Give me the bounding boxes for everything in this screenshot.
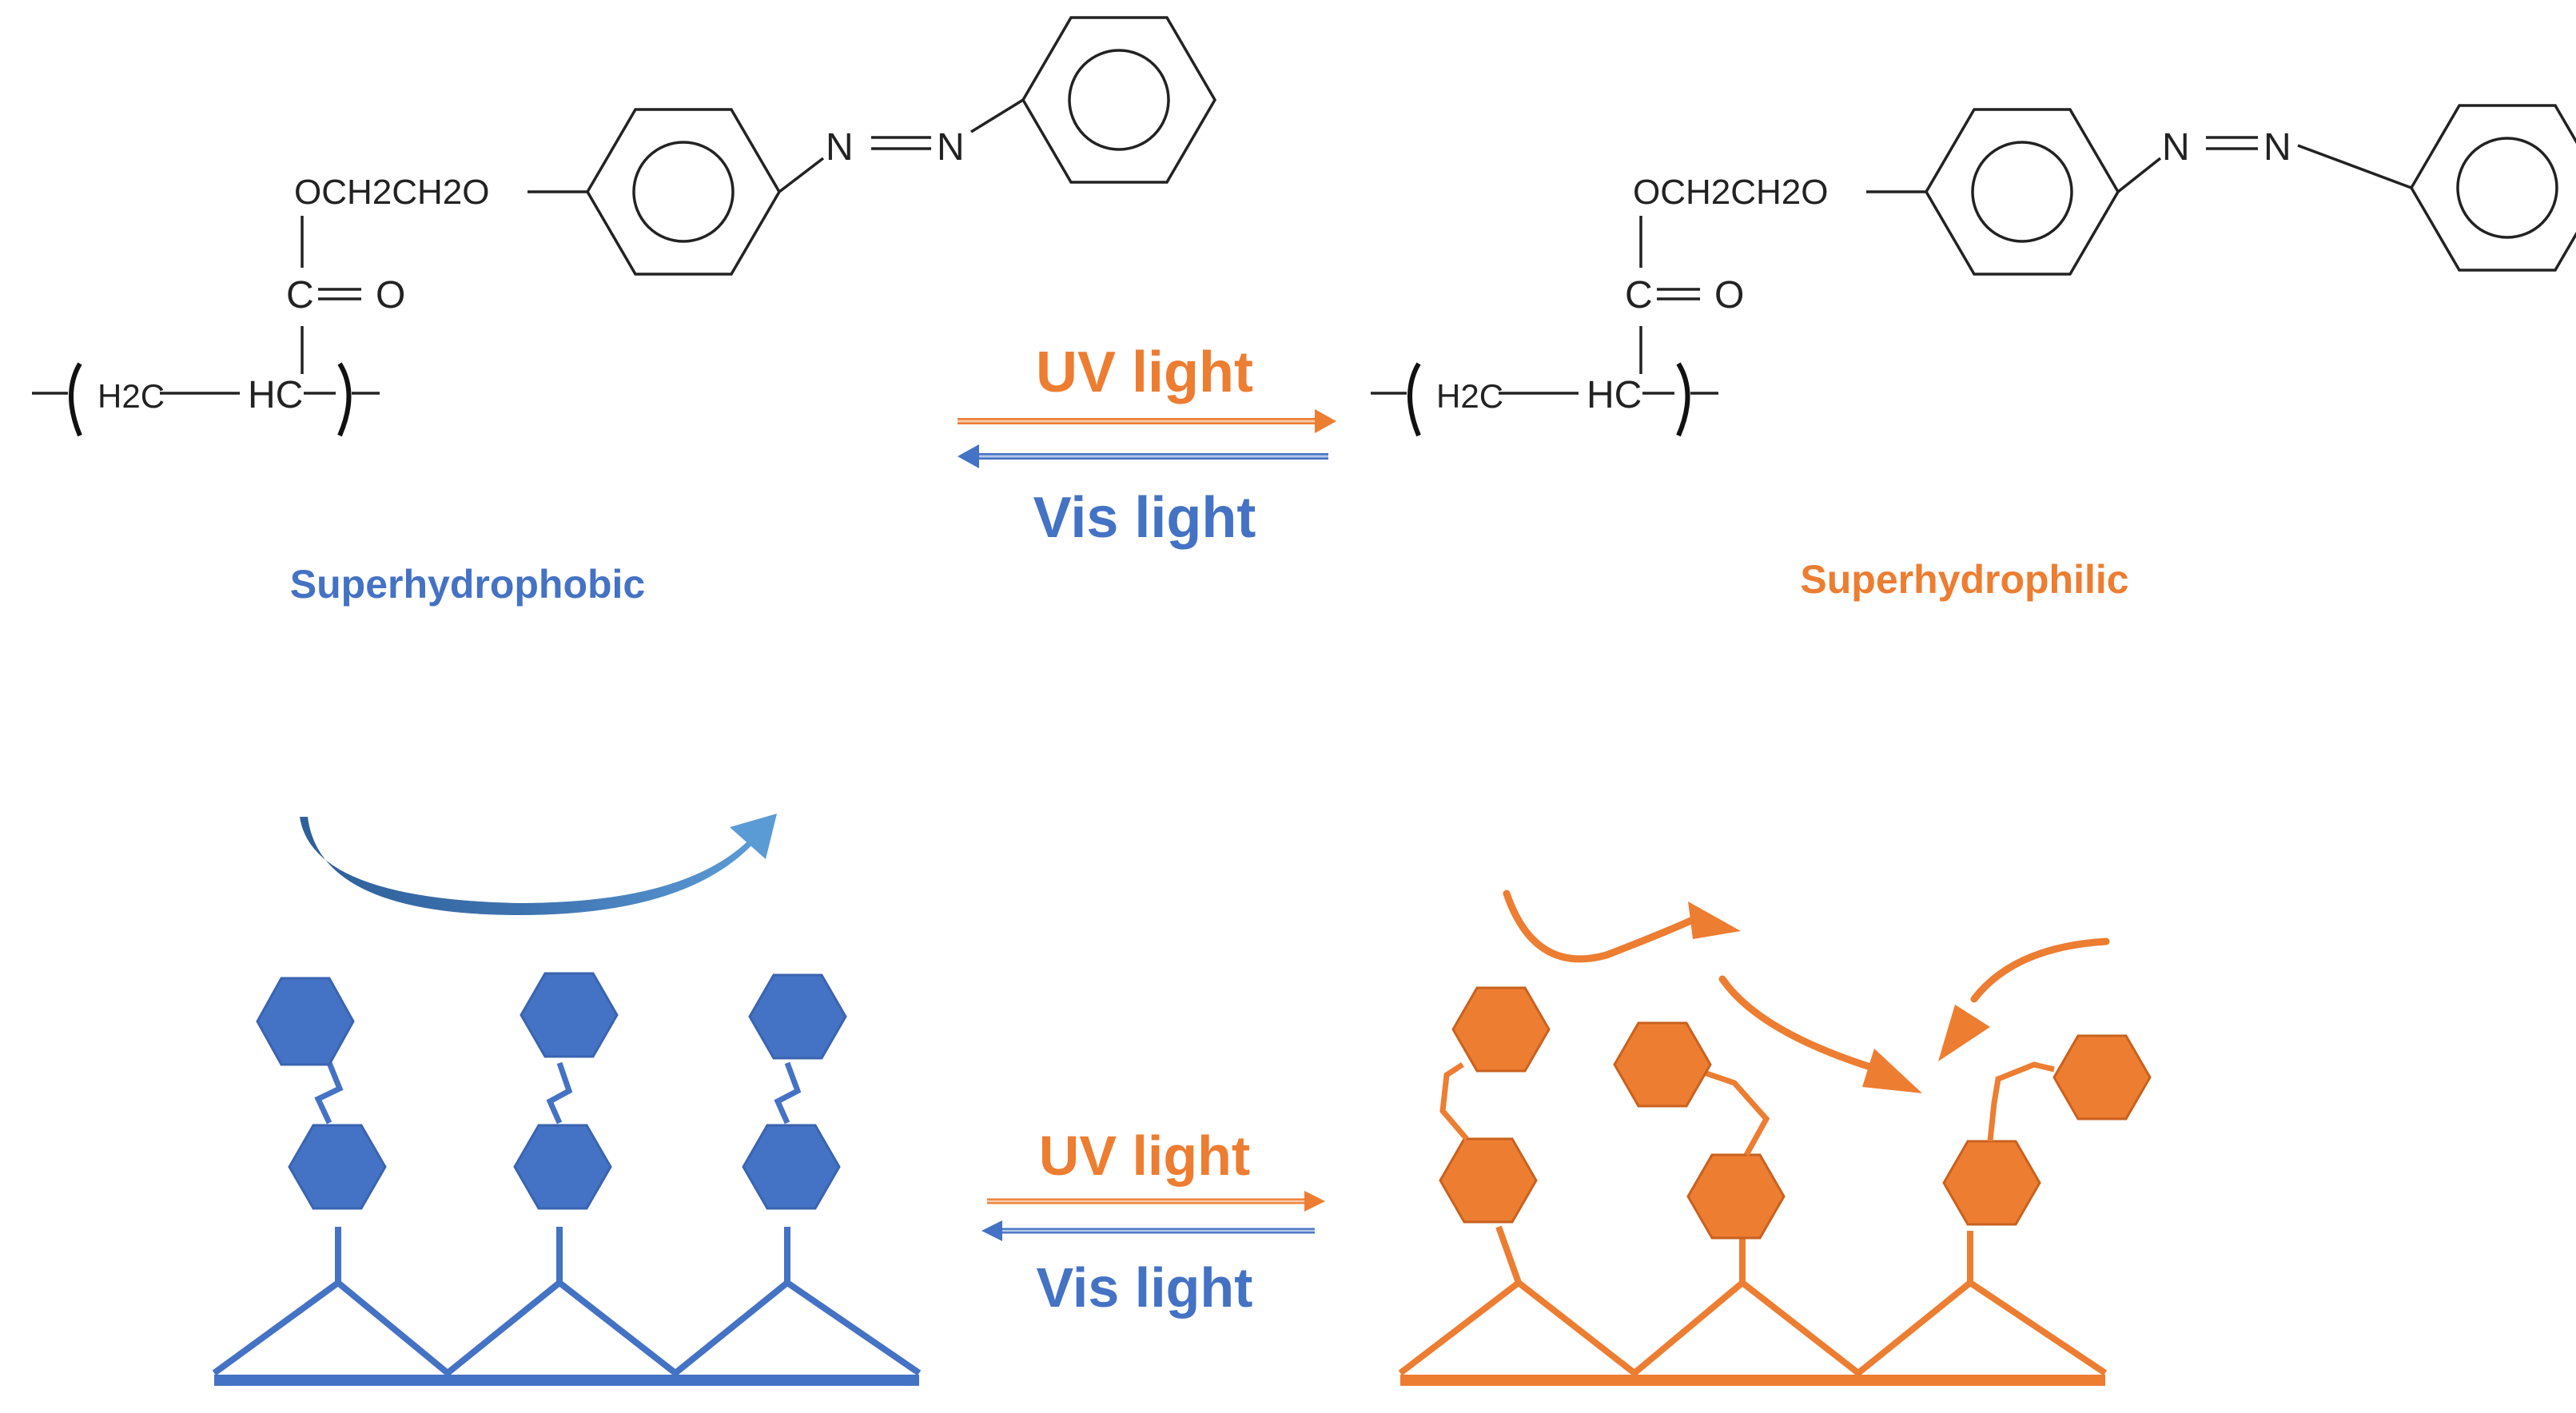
azo-n1-label: N bbox=[826, 126, 854, 169]
ch2-label: H2C bbox=[1436, 377, 1503, 415]
hexagon-icon bbox=[2052, 1034, 2152, 1120]
azo-n2-label: N bbox=[937, 126, 965, 169]
carbonyl-o-label: O bbox=[376, 274, 405, 316]
bottom-uv-light-label: UV light bbox=[1039, 1124, 1250, 1187]
top-vis-light-label: Vis light bbox=[1033, 486, 1256, 550]
uv-forward-arrow bbox=[958, 409, 1336, 433]
benzene-ring-icon bbox=[2409, 104, 2576, 272]
hexagon-icon bbox=[256, 977, 355, 1066]
top-photoswitch-arrows: UV light Vis light bbox=[958, 340, 1336, 550]
superhydrophobic-label: Superhydrophobic bbox=[290, 562, 645, 607]
ch-label: HC bbox=[248, 374, 303, 416]
hexagon-icon bbox=[748, 973, 847, 1060]
hexagon-icon bbox=[288, 1124, 387, 1210]
ester-chain-label: OCH2CH2O bbox=[294, 173, 490, 212]
hexagon-icon bbox=[513, 1124, 612, 1210]
superhydrophilic-label: Superhydrophilic bbox=[1800, 557, 2128, 602]
water-deflect-arrow-icon bbox=[300, 814, 777, 915]
vis-reverse-arrow bbox=[958, 444, 1328, 468]
hexagon-icon bbox=[1439, 1137, 1538, 1224]
bottom-vis-light-label: Vis light bbox=[1037, 1256, 1253, 1319]
benzene-ring-icon bbox=[1021, 16, 1217, 184]
ch2-label: H2C bbox=[98, 377, 165, 415]
hydrophilic-surface-schematic bbox=[1398, 890, 2152, 1386]
hexagon-icon bbox=[742, 1124, 841, 1210]
water-penetrate-arrow-icon bbox=[1503, 890, 2110, 1093]
trans-azobenzene-molecule: H2C HC C O OCH2CH2O N N bbox=[32, 16, 1217, 436]
azo-n1-label: N bbox=[2162, 126, 2190, 169]
cis-azobenzene-molecule: H2C HC C O OCH2CH2O N N bbox=[1371, 104, 2576, 436]
ester-chain-label: OCH2CH2O bbox=[1633, 173, 1829, 212]
vis-reverse-arrow bbox=[981, 1220, 1315, 1241]
carbonyl-c-label: C bbox=[286, 274, 314, 316]
hexagon-icon bbox=[1451, 986, 1551, 1073]
hexagon-icon bbox=[1942, 1140, 2041, 1226]
carbonyl-o-label: O bbox=[1714, 274, 1744, 316]
hexagon-icon bbox=[520, 972, 619, 1058]
top-uv-light-label: UV light bbox=[1036, 340, 1253, 404]
hexagon-icon bbox=[1613, 1021, 1712, 1108]
hydrophobic-surface-schematic bbox=[212, 814, 922, 1386]
carbonyl-c-label: C bbox=[1625, 274, 1653, 316]
hexagon-icon bbox=[1686, 1153, 1786, 1240]
bottom-photoswitch-arrows: UV light Vis light bbox=[981, 1124, 1325, 1319]
ch-label: HC bbox=[1587, 374, 1642, 416]
uv-forward-arrow bbox=[987, 1191, 1325, 1212]
azo-n2-label: N bbox=[2263, 126, 2291, 169]
